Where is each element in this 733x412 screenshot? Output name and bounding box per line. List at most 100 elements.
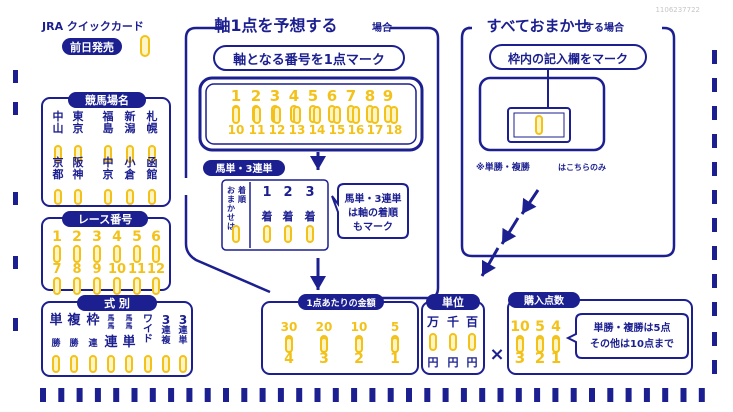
timing-mark-left bbox=[13, 70, 18, 83]
racecourse-mark[interactable] bbox=[54, 145, 62, 163]
bet-type-umatan-top: 馬 bbox=[126, 313, 133, 322]
axis-number: 12 bbox=[269, 123, 286, 137]
omakase-box-outer bbox=[478, 76, 606, 152]
bet-type-mark[interactable] bbox=[52, 355, 60, 373]
axis-number: 1 bbox=[231, 87, 241, 105]
timing-mark-bottom bbox=[406, 388, 412, 402]
bet-type-mark[interactable] bbox=[89, 355, 97, 373]
timing-mark-bottom bbox=[277, 388, 284, 402]
timing-mark-bottom bbox=[515, 388, 522, 402]
axis-number-field[interactable] bbox=[390, 106, 398, 124]
race-number-field[interactable] bbox=[133, 277, 141, 295]
bet-type-mark[interactable] bbox=[107, 355, 115, 373]
points-bottom-field[interactable] bbox=[536, 337, 544, 353]
axis-number-field[interactable] bbox=[273, 106, 281, 124]
unit-label: 千 bbox=[447, 314, 459, 329]
timing-mark-right bbox=[712, 134, 717, 148]
amount-bottom: 3 bbox=[319, 351, 329, 367]
race-number-field[interactable] bbox=[93, 245, 101, 263]
points-top: 5 bbox=[535, 319, 545, 335]
race-number: 1 bbox=[52, 229, 62, 245]
timing-mark-left bbox=[13, 192, 18, 205]
bet-type-mark[interactable] bbox=[70, 355, 78, 373]
race-number-field[interactable] bbox=[133, 245, 141, 263]
race-number-field[interactable] bbox=[93, 277, 101, 295]
race-number: 4 bbox=[112, 229, 122, 245]
racecourse-name: 函 bbox=[147, 155, 158, 169]
axis-number-field[interactable] bbox=[333, 106, 341, 124]
prev-day-mark[interactable] bbox=[140, 35, 150, 57]
bet-type-mark[interactable] bbox=[144, 355, 152, 373]
bet-type-mark[interactable] bbox=[162, 355, 170, 373]
racecourse-name: 都 bbox=[52, 167, 64, 181]
axis-number: 9 bbox=[383, 87, 393, 105]
race-number-field[interactable] bbox=[53, 245, 61, 263]
axis-number-field[interactable] bbox=[293, 106, 301, 124]
racecourse-mark[interactable] bbox=[126, 189, 134, 205]
points-bottom: 3 bbox=[515, 349, 525, 367]
race-number-field[interactable] bbox=[152, 277, 160, 295]
amount-bottom-field[interactable] bbox=[391, 337, 399, 353]
amount-bottom-field[interactable] bbox=[355, 337, 363, 353]
timing-mark-bottom bbox=[698, 388, 705, 402]
race-number-field[interactable] bbox=[73, 245, 81, 263]
racecourse-mark[interactable] bbox=[104, 145, 112, 163]
bet-type-mark[interactable] bbox=[125, 355, 133, 373]
racecourse-mark[interactable] bbox=[148, 145, 156, 163]
axis-number-field[interactable] bbox=[253, 106, 261, 124]
omakase-arrow-1 bbox=[522, 197, 537, 214]
axis-number-field[interactable] bbox=[232, 106, 240, 124]
order-omakase-mark[interactable] bbox=[232, 225, 240, 243]
timing-mark-bottom bbox=[259, 388, 266, 402]
race-number-field[interactable] bbox=[113, 277, 121, 295]
timing-mark-bottom bbox=[113, 388, 120, 402]
timing-mark-bottom bbox=[589, 388, 595, 402]
racecourse-mark[interactable] bbox=[148, 189, 156, 205]
racecourse-mark[interactable] bbox=[54, 189, 62, 205]
timing-mark-bottom bbox=[223, 388, 229, 402]
axis-number-field[interactable] bbox=[313, 106, 321, 124]
omakase-frame bbox=[460, 26, 676, 258]
race-number: 5 bbox=[132, 229, 142, 245]
axis-number-field[interactable] bbox=[371, 106, 379, 124]
race-number-field[interactable] bbox=[113, 245, 121, 263]
racecourse-mark[interactable] bbox=[126, 145, 134, 163]
order-position-mark[interactable] bbox=[284, 225, 292, 243]
timing-mark-bottom bbox=[94, 388, 101, 402]
racecourse-mark[interactable] bbox=[74, 145, 82, 163]
timing-mark-right bbox=[712, 190, 717, 204]
racecourse-mark[interactable] bbox=[74, 189, 82, 205]
amount-bottom-field[interactable] bbox=[320, 337, 328, 353]
axis-number-field[interactable] bbox=[352, 106, 360, 124]
amount-bottom-field[interactable] bbox=[285, 337, 293, 353]
racecourse-mark[interactable] bbox=[104, 189, 112, 205]
points-bottom-field[interactable] bbox=[516, 337, 524, 353]
axis-number: 2 bbox=[251, 87, 261, 105]
order-position-suffix: 着 bbox=[282, 209, 294, 223]
chaku-vertical: 順 bbox=[238, 195, 247, 204]
order-label-chip bbox=[203, 160, 285, 176]
order-frame bbox=[221, 179, 329, 251]
race-number-field[interactable] bbox=[53, 277, 61, 295]
omakase-banner-frame bbox=[489, 44, 647, 70]
axis-number: 11 bbox=[249, 123, 266, 137]
unit-mark[interactable] bbox=[468, 333, 476, 351]
bet-type-wide: ワ bbox=[143, 313, 153, 325]
unit-mark[interactable] bbox=[429, 333, 437, 351]
bet-type-mark[interactable] bbox=[179, 355, 187, 373]
race-number-field[interactable] bbox=[73, 277, 81, 295]
card-title: JRA クイックカード bbox=[41, 20, 144, 33]
order-position-mark[interactable] bbox=[306, 225, 314, 243]
unit-mark[interactable] bbox=[449, 333, 457, 351]
timing-mark-right bbox=[712, 274, 717, 288]
timing-mark-left bbox=[13, 318, 18, 331]
race-number: 11 bbox=[128, 262, 146, 277]
points-bottom-field[interactable] bbox=[552, 337, 560, 353]
race-number-field[interactable] bbox=[152, 245, 160, 263]
timing-mark-right bbox=[712, 218, 717, 232]
order-position-mark[interactable] bbox=[263, 225, 271, 243]
order-bubble-text: は軸の着順 bbox=[348, 206, 399, 219]
bet-type-umaren-top: 馬 bbox=[108, 321, 115, 330]
omakase-mark[interactable] bbox=[535, 115, 543, 135]
bet-type-umatan-top: 馬 bbox=[126, 321, 133, 330]
